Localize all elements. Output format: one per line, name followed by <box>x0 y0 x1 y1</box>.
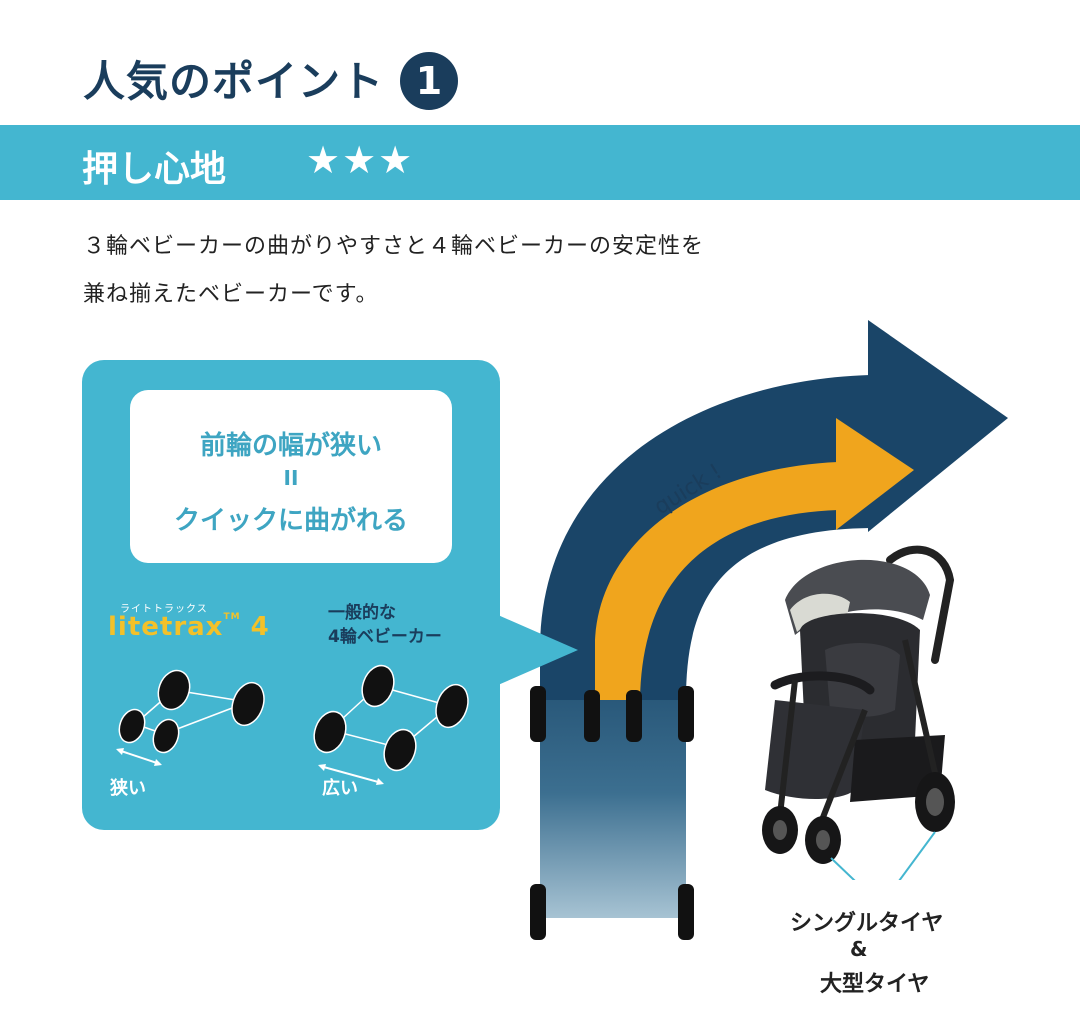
stroller-image <box>762 545 955 880</box>
section-title: 人気のポイント <box>83 57 385 106</box>
wheel-icon <box>626 690 642 742</box>
callout-line-2: クイックに曲がれる <box>173 506 408 536</box>
description-line-2: 兼ね揃えたベビーカーです。 <box>83 282 379 307</box>
litetrax-ruby: ライトトラックス <box>120 604 208 615</box>
wheel-icon <box>584 690 600 742</box>
wheel-icon <box>678 884 694 940</box>
generic-line-2: 4輪ベビーカー <box>328 627 442 647</box>
wheel-icon <box>678 686 694 742</box>
narrow-label: 狭い <box>110 778 146 799</box>
feature-banner <box>0 125 1080 200</box>
wide-label: 広い <box>322 778 358 799</box>
rating-stars: ★★★ <box>306 138 415 182</box>
navy-arrowhead <box>868 320 1008 532</box>
wheel-icon <box>530 884 546 940</box>
generic-layout <box>313 664 469 785</box>
trademark: TM <box>223 612 241 622</box>
wheel-layout-diagrams <box>116 664 469 785</box>
orange-curve <box>595 462 838 700</box>
panel-pointer <box>498 615 578 685</box>
generic-line-1: 一般的な <box>328 603 396 623</box>
feature-label: 押し心地 <box>82 149 227 190</box>
litetrax-layout <box>116 669 265 766</box>
callout-box <box>130 390 452 563</box>
description-line-1: ３輪ベビーカーの曲がりやすさと４輪ベビーカーの安定性を <box>83 234 705 259</box>
callout-line-1: 前輪の幅が狭い <box>199 431 382 461</box>
point-number-badge: 1 <box>400 52 458 110</box>
tire-label-line-2: & <box>850 937 868 961</box>
brand-model: 4 <box>250 612 270 642</box>
tire-label-line-3: 大型タイヤ <box>820 972 930 997</box>
wheel-icon <box>530 686 546 742</box>
orange-arrowhead <box>836 418 914 530</box>
tire-label-line-1: シングルタイヤ <box>790 911 944 936</box>
callout-equals: II <box>283 466 299 490</box>
brand-name: litetrax <box>108 612 224 642</box>
litetrax-brand: litetraxTM 4 <box>108 612 270 642</box>
